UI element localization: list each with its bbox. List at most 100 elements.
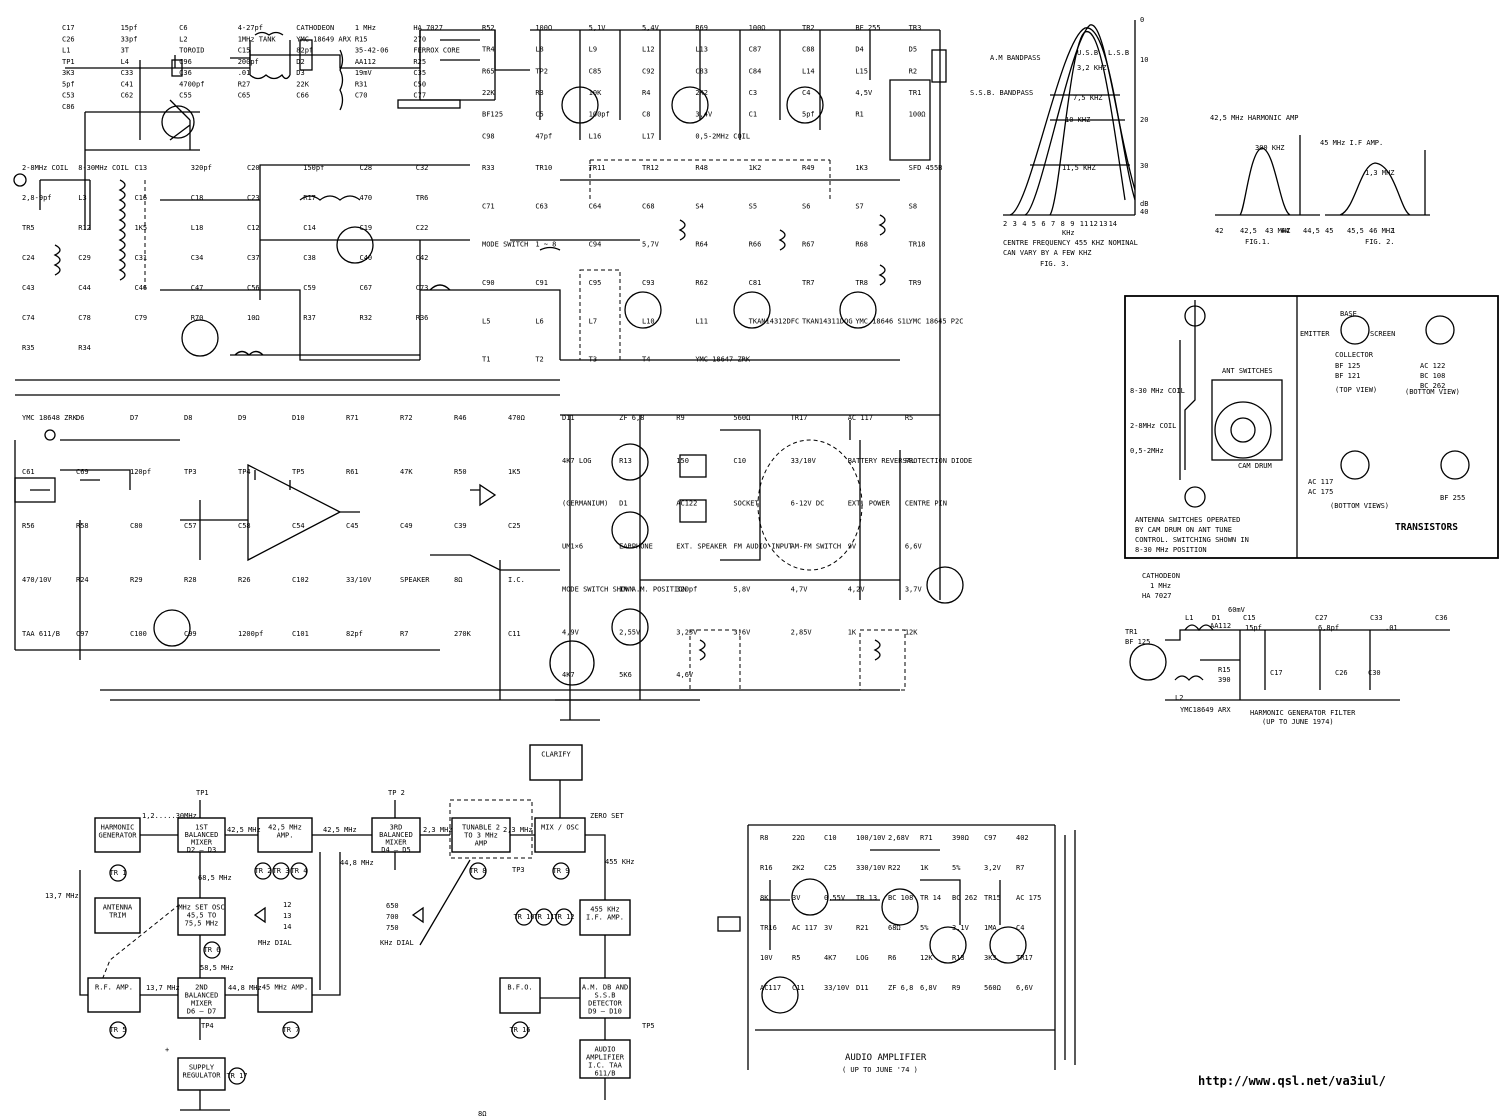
audio-amp-label: 560Ω: [984, 984, 1001, 992]
component-label: 3,6V: [733, 628, 751, 636]
signal-label: KHz DIAL: [380, 939, 414, 947]
component-label: 150pf: [303, 164, 324, 172]
tr-tag: TR 12: [553, 913, 574, 921]
block-label: S.S.B: [594, 992, 615, 1000]
audio-amp-label: D11: [856, 984, 869, 992]
block-box: [579, 977, 631, 1019]
component-label: BATTERY REVERSAL: [848, 457, 915, 465]
block-diagram-wiring: [79, 780, 606, 1111]
component-label: C78: [78, 314, 91, 322]
component-label: 19mV: [355, 69, 373, 77]
audio-amp-label: 33/10V: [824, 984, 850, 992]
component-label: 12K: [905, 628, 918, 636]
signal-label: TP5: [642, 1022, 655, 1030]
component-label: C63: [535, 202, 548, 210]
audio-amp-label: R9: [952, 984, 960, 992]
graph-label: 12: [1089, 220, 1097, 228]
graph-label: 7: [1051, 220, 1055, 228]
filter-label: C26: [1335, 669, 1348, 677]
component-label: 35-42-06: [355, 47, 389, 55]
signal-label: 2,3 MHz: [503, 826, 533, 834]
component-label: R70: [191, 314, 204, 322]
component-label: 560Ω: [733, 414, 750, 422]
component-label: 4,6V: [676, 671, 694, 679]
component-label: C73: [416, 284, 429, 292]
component-label: S4: [695, 202, 703, 210]
graph-label: 40: [1140, 208, 1148, 216]
signal-label: +: [165, 1046, 169, 1054]
component-label: C34: [191, 254, 204, 262]
fig3-bandpass-graph: [1003, 20, 1136, 216]
audio-amp-label: 3,2V: [984, 864, 1002, 872]
block-box: [87, 977, 141, 1013]
graph-label: 45 MHz I.F AMP.: [1320, 139, 1383, 147]
component-label: FERROX CORE: [413, 47, 459, 55]
component-label: L16: [589, 132, 602, 140]
component-label: R37: [303, 314, 316, 322]
component-label: R69: [695, 24, 708, 32]
graph-label: 0: [1140, 16, 1144, 24]
audio-amp-label: LOG: [856, 954, 869, 962]
component-label: 33pf: [121, 35, 138, 43]
graph-label: 3: [1013, 220, 1017, 228]
block-label: REGULATOR: [183, 1072, 222, 1080]
component-label: C98: [482, 132, 495, 140]
graph-label: 20: [1140, 116, 1148, 124]
component-label: R1: [855, 111, 863, 119]
component-label: (GERMANIUM): [562, 500, 608, 508]
audio-amp-label: R16: [760, 864, 773, 872]
component-label: 470/10V: [22, 576, 52, 584]
graph-label: 45,5: [1347, 227, 1364, 235]
component-label: 1K3: [855, 164, 868, 172]
block-label: A.M. DB AND: [582, 984, 628, 992]
graph-label: 14: [1109, 220, 1117, 228]
component-label: TR4: [482, 46, 495, 54]
component-label: C16: [135, 194, 148, 202]
component-label: 4-27pf: [238, 24, 263, 32]
graph-label: 42: [1215, 227, 1223, 235]
component-label: 100Ω: [535, 24, 552, 32]
component-label: C69: [76, 468, 89, 476]
component-label: C39: [454, 522, 467, 530]
component-label: C4: [802, 89, 810, 97]
audio-amplifier-schematic: [717, 824, 1076, 1070]
component-label: 5K6: [619, 671, 632, 679]
source-url[interactable]: http://www.qsl.net/va3iul/: [1198, 1074, 1386, 1088]
graph-label: 44,5: [1303, 227, 1320, 235]
signal-label: 58,5 MHz: [200, 964, 234, 972]
block-label: MIXER: [191, 838, 213, 846]
audio-amp-label: 100/10V: [856, 834, 886, 842]
audio-amp-label: R6: [888, 954, 896, 962]
component-label: TR2: [802, 24, 815, 32]
component-label: C57: [184, 522, 197, 530]
component-label: C80: [130, 522, 143, 530]
component-label: R68: [855, 241, 868, 249]
graph-label: 1: [1391, 227, 1395, 235]
tr-tag-circle: [282, 1021, 300, 1039]
component-label: L12: [642, 46, 655, 54]
component-label: SOCKET: [733, 500, 759, 508]
component-label: C90: [482, 279, 495, 287]
component-label: C32: [416, 164, 429, 172]
block-label: MIX / OSC: [541, 824, 579, 832]
audio-amp-label: R7: [1016, 864, 1024, 872]
graph-label: KHz: [1062, 229, 1075, 237]
transistor-label: EMITTER: [1300, 330, 1330, 338]
component-label: C3: [749, 89, 757, 97]
block-label: 75,5 MHz: [185, 920, 219, 928]
component-label: 100Ω: [909, 111, 926, 119]
filter-label: L1: [1185, 614, 1193, 622]
graph-label: dB: [1140, 200, 1148, 208]
component-label: AC122: [676, 500, 697, 508]
component-label: S7: [855, 202, 863, 210]
component-label: TP1: [62, 58, 75, 66]
component-label: 0,5-2MHz COIL: [695, 132, 750, 140]
component-label: TP3: [184, 468, 197, 476]
component-label: CATHODEON: [296, 24, 334, 32]
component-label: 2,85V: [791, 628, 813, 636]
graph-label: 9: [1070, 220, 1074, 228]
component-label: R27: [238, 80, 251, 88]
component-label: D3: [296, 69, 304, 77]
audio-amp-label: 390Ω: [952, 834, 969, 842]
signal-label: ZERO SET: [590, 812, 625, 820]
